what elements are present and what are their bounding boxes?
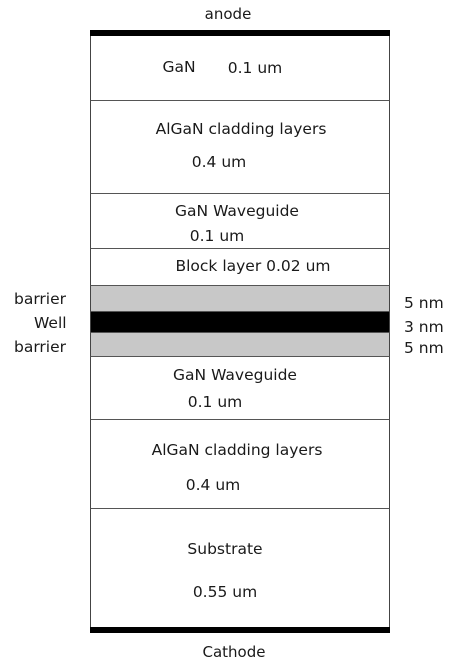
- gan-top-thickness: 0.1 um: [227, 59, 283, 77]
- substrate-thickness: 0.55 um: [192, 583, 258, 601]
- well-label: Well: [34, 314, 67, 332]
- anode-electrode: [90, 30, 390, 36]
- algan-bottom-name: AlGaN cladding layers: [151, 441, 323, 459]
- anode-label: anode: [204, 5, 252, 23]
- cathode-label: Cathode: [202, 643, 266, 661]
- barrier-bottom-label: barrier: [14, 338, 67, 356]
- algan-cladding-top-layer: AlGaN cladding layers 0.4 um: [90, 101, 390, 194]
- waveguide-top-name: GaN Waveguide: [175, 202, 299, 220]
- barrier-bottom-layer: [90, 333, 390, 357]
- substrate-layer: Substrate 0.55 um: [90, 509, 390, 627]
- gan-top-layer: GaN 0.1 um: [90, 36, 390, 101]
- algan-cladding-bottom-layer: AlGaN cladding layers 0.4 um: [90, 420, 390, 509]
- barrier-top-thickness: 5 nm: [404, 294, 444, 312]
- barrier-top-layer: [90, 286, 390, 312]
- well-thickness: 3 nm: [404, 318, 444, 336]
- block-layer: Block layer 0.02 um: [90, 249, 390, 286]
- gan-top-name: GaN: [162, 58, 196, 76]
- algan-top-thickness: 0.4 um: [191, 153, 247, 171]
- waveguide-bottom-thickness: 0.1 um: [187, 393, 243, 411]
- quantum-well-layer: [90, 312, 390, 333]
- cathode-electrode: [90, 627, 390, 633]
- waveguide-bottom-name: GaN Waveguide: [173, 366, 297, 384]
- algan-top-name: AlGaN cladding layers: [155, 120, 327, 138]
- barrier-bottom-thickness: 5 nm: [404, 339, 444, 357]
- algan-bottom-thickness: 0.4 um: [185, 476, 241, 494]
- barrier-top-label: barrier: [14, 290, 67, 308]
- gan-waveguide-top-layer: GaN Waveguide 0.1 um: [90, 194, 390, 249]
- gan-waveguide-bottom-layer: GaN Waveguide 0.1 um: [90, 357, 390, 420]
- waveguide-top-thickness: 0.1 um: [189, 227, 245, 245]
- substrate-name: Substrate: [187, 540, 263, 558]
- block-layer-text: Block layer 0.02 um: [175, 257, 331, 275]
